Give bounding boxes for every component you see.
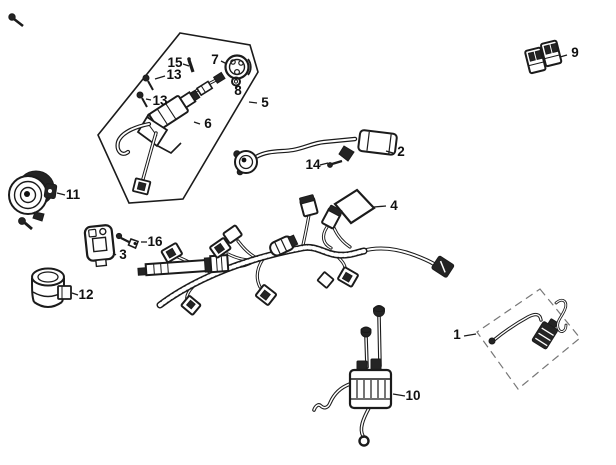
barrel-connector — [269, 234, 299, 257]
ignition-coil-part10 — [312, 305, 393, 447]
callout-7: 7 — [211, 52, 219, 67]
connector — [209, 237, 232, 259]
callout-8: 8 — [234, 83, 242, 98]
bolt-13-upper — [142, 74, 154, 91]
leader-lines — [56, 54, 568, 397]
kit-part1-dashed-box — [476, 288, 581, 390]
connector — [316, 271, 335, 289]
callout-3: 3 — [119, 247, 127, 262]
connector — [321, 204, 343, 230]
cdi-unit-part4 — [333, 188, 376, 225]
callout-5: 5 — [261, 95, 269, 110]
callout-14: 14 — [305, 157, 321, 172]
callout-4: 4 — [390, 198, 398, 213]
callout-labels: 1 2 3 4 5 6 7 8 9 10 11 12 13 13 14 15 1… — [66, 45, 579, 403]
connector — [337, 266, 359, 288]
switch-cap-part7 — [224, 54, 252, 80]
callout-16: 16 — [147, 234, 163, 249]
cup-part12 — [31, 267, 72, 308]
callout-1: 1 — [453, 327, 461, 342]
pin-15 — [187, 57, 195, 73]
connector — [299, 194, 319, 218]
cable-assembly-part2 — [233, 129, 398, 176]
callout-13-upper: 13 — [166, 67, 182, 82]
wire-harness-main — [137, 194, 455, 316]
connector — [160, 242, 183, 264]
screw-top-left — [8, 13, 24, 28]
callout-13-lower: 13 — [152, 93, 168, 108]
callout-15: 15 — [167, 55, 183, 70]
callout-9: 9 — [571, 45, 579, 60]
connector — [180, 295, 202, 316]
bolt-13-lower — [136, 91, 148, 108]
ignition-switch-assembly — [115, 57, 226, 196]
screw-part16 — [115, 232, 140, 250]
probe-sensor — [137, 253, 230, 277]
connector — [222, 224, 243, 244]
callout-6: 6 — [204, 116, 212, 131]
connector-right-end — [431, 255, 455, 278]
callout-2: 2 — [397, 144, 405, 159]
callout-12: 12 — [78, 287, 93, 302]
horn-bolt — [18, 217, 33, 231]
horn-part11 — [8, 170, 58, 231]
fuse-block-part9 — [524, 39, 563, 75]
screw-part14 — [327, 159, 343, 168]
panel-outline-part5 — [97, 32, 259, 204]
relay-part3 — [83, 224, 116, 268]
callout-10: 10 — [405, 388, 420, 403]
callout-11: 11 — [66, 187, 81, 202]
connector — [254, 284, 278, 306]
